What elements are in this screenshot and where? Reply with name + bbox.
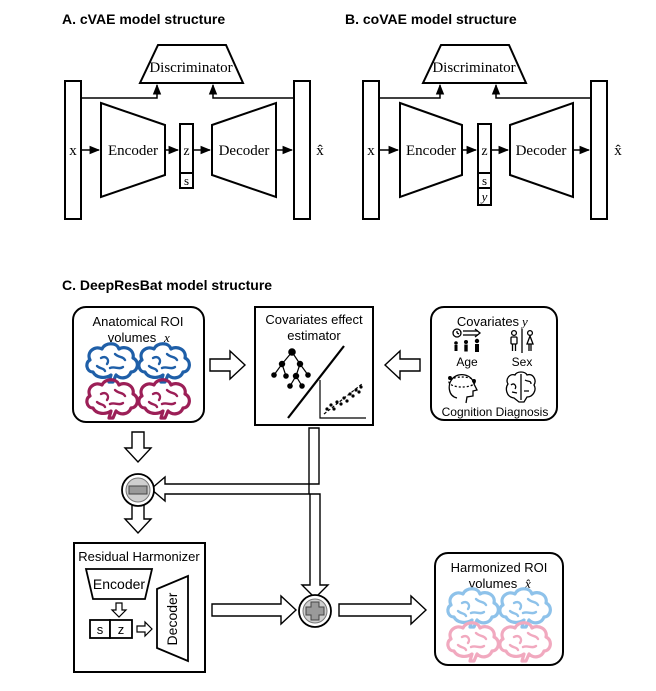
roi-title-line1: Anatomical ROI — [92, 314, 183, 329]
discriminator-block — [421, 44, 528, 84]
plus-icon — [305, 601, 325, 621]
add-to-harmonized-arrow — [338, 594, 428, 626]
decoder-block — [211, 101, 277, 199]
encoder-block — [399, 101, 463, 199]
covariates-title: Covariates — [457, 314, 520, 329]
cognition-label: Cognition — [442, 405, 493, 419]
covariates-box — [430, 306, 558, 421]
minus-icon — [128, 485, 148, 495]
discriminator-label: Discriminator — [149, 60, 232, 76]
encoder-label: Encoder — [108, 143, 158, 159]
panel-a-title: A. cVAE model structure — [62, 11, 225, 27]
x-hat-to-discriminator-arrow — [208, 83, 294, 99]
separator-line — [287, 345, 345, 419]
x-to-discriminator-arrow — [379, 83, 445, 99]
scatter-plot-icon — [319, 380, 366, 419]
estimator-to-subtract-arrow — [149, 427, 320, 503]
encoder-block — [100, 101, 166, 199]
panel-a-cvae: A. cVAE model structure Discriminator x … — [62, 11, 324, 220]
harmonized-title-line1: Harmonized ROI — [451, 560, 548, 575]
panel-b-title: B. coVAE model structure — [345, 11, 517, 27]
estimator-to-add-arrow — [300, 493, 330, 599]
x-label: x — [367, 143, 375, 159]
s-label: s — [97, 622, 104, 637]
output-x-hat-bar — [590, 80, 608, 220]
sex-label: Sex — [512, 355, 533, 369]
z-label: z — [481, 144, 487, 159]
x-to-discriminator-arrow — [81, 83, 162, 99]
subtract-to-harmonizer-arrow — [123, 504, 153, 535]
panel-c-title: C. DeepResBat model structure — [62, 277, 272, 293]
cognition-icon — [448, 373, 478, 404]
discriminator-block — [138, 44, 245, 84]
encoder-to-latent-arrow — [110, 602, 128, 618]
roi-to-subtract-arrow — [123, 431, 153, 464]
encoder-block — [84, 568, 154, 600]
y-label: y — [480, 189, 488, 204]
encoder-label: Encoder — [93, 576, 145, 592]
latent-z-box — [109, 619, 133, 639]
x-hat-to-discriminator-arrow — [491, 83, 591, 99]
covariate-y-box — [477, 187, 492, 206]
decoder-block — [156, 574, 189, 663]
covariates-var-y: y — [520, 314, 528, 329]
z-label: z — [183, 144, 189, 159]
encoder-label: Encoder — [406, 143, 456, 159]
harmonizer-to-add-arrow — [211, 594, 298, 626]
roi-to-estimator-arrow — [209, 349, 247, 381]
z-label: z — [118, 622, 125, 637]
age-icon — [452, 328, 482, 352]
x-hat-label: x̂ — [614, 143, 622, 159]
site-s-box — [179, 172, 194, 189]
covariates-to-estimator-arrow — [383, 349, 421, 381]
s-label: s — [482, 173, 487, 188]
decoder-block — [509, 101, 574, 199]
decoder-label: Decoder — [219, 143, 270, 159]
roi-title-line2: volumes — [108, 330, 157, 345]
diagnosis-label: Diagnosis — [496, 405, 549, 419]
decision-tree-icon — [271, 348, 311, 389]
output-x-hat-bar — [293, 80, 311, 220]
decoder-label: Decoder — [164, 592, 180, 645]
estimator-title-line1: Covariates effect — [265, 312, 363, 327]
covariates-effect-estimator-box — [254, 306, 374, 426]
x-hat-label: x̂ — [316, 143, 324, 159]
latent-to-decoder-arrow — [136, 620, 153, 638]
harmonized-title-line2: volumes — [469, 576, 518, 591]
roi-var-x: x — [163, 330, 170, 345]
sex-icon — [510, 329, 534, 353]
panel-c-deepresbat: C. DeepResBat model structure Anatomical… — [62, 277, 564, 673]
estimator-title-line2: estimator — [287, 328, 341, 343]
s-label: s — [184, 173, 189, 188]
discriminator-label: Discriminator — [432, 60, 515, 76]
diagnosis-icon — [505, 371, 536, 403]
decoder-label: Decoder — [516, 143, 567, 159]
harmonized-var-x-hat: x̂ — [524, 576, 531, 591]
panel-b-covae: B. coVAE model structure Discriminator x… — [345, 11, 622, 220]
x-label: x — [69, 143, 77, 159]
age-label: Age — [456, 355, 478, 369]
residual-harmonizer-title: Residual Harmonizer — [78, 549, 200, 564]
